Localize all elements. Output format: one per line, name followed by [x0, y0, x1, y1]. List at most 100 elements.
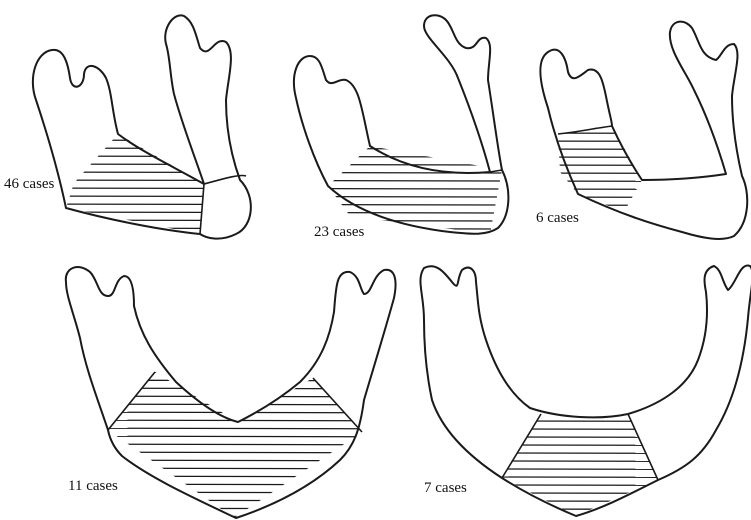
- hatch-line: [0, 252, 751, 254]
- hatch-line: [0, 228, 751, 230]
- hatch-line: [0, 388, 751, 390]
- hatch-line: [0, 300, 751, 302]
- hatch-line: [0, 356, 751, 358]
- hatch-line: [0, 404, 751, 406]
- hatch-line: [0, 252, 751, 254]
- hatch-line: [0, 236, 751, 238]
- hatch-line: [0, 124, 751, 126]
- hatch-line: [0, 372, 751, 374]
- hatch-line: [0, 268, 751, 270]
- hatch-line: [0, 124, 751, 126]
- hatch-line: [0, 340, 751, 342]
- hatch-line: [0, 420, 751, 422]
- hatch-line: [0, 396, 751, 398]
- hatch-line: [0, 348, 751, 350]
- hatch-line: [0, 348, 751, 350]
- hatch-line: [0, 284, 751, 286]
- hatch-line: [0, 332, 751, 334]
- hatch-line: [0, 284, 751, 286]
- hatch-line: [0, 516, 751, 518]
- hatch-line: [0, 324, 751, 326]
- hatch-line: [0, 508, 751, 510]
- hatch-line: [0, 316, 751, 318]
- case-count-label: 23 cases: [314, 224, 365, 240]
- hatch-line: [0, 500, 751, 502]
- hatch-line: [0, 428, 751, 430]
- hatch-line: [0, 412, 751, 414]
- hatch-line: [0, 268, 751, 270]
- defect-hatching: [0, 100, 751, 518]
- hatch-line: [0, 420, 751, 422]
- hatch-line: [0, 356, 751, 358]
- hatch-line: [0, 388, 751, 390]
- hatch-line: [0, 308, 751, 310]
- hatch-line: [0, 356, 751, 358]
- hatch-line: [0, 300, 751, 302]
- hatch-line: [0, 132, 751, 134]
- hatch-line: [0, 332, 751, 334]
- hatch-line: [0, 236, 751, 238]
- hatch-line: [0, 316, 751, 318]
- hatch-line: [0, 132, 751, 134]
- hatch-line: [0, 508, 751, 510]
- hatch-line: [0, 316, 751, 318]
- hatch-line: [0, 404, 751, 406]
- hatch-line: [0, 452, 751, 454]
- hatch-line: [0, 372, 751, 374]
- hatch-line: [0, 372, 751, 374]
- defect-hatching: [0, 100, 751, 518]
- hatch-line: [0, 340, 751, 342]
- hatch-line: [0, 404, 751, 406]
- hatch-line: [0, 300, 751, 302]
- hatch-line: [0, 332, 751, 334]
- case-count-label: 6 cases: [536, 210, 579, 226]
- hatch-line: [0, 356, 751, 358]
- hatch-line: [0, 516, 751, 518]
- hatch-line: [0, 324, 751, 326]
- hatch-line: [0, 388, 751, 390]
- hatch-line: [0, 244, 751, 246]
- hatch-line: [0, 412, 751, 414]
- resection-line: [502, 414, 658, 480]
- hatch-line: [0, 260, 751, 262]
- hatch-line: [0, 228, 751, 230]
- hatch-line: [0, 340, 751, 342]
- hatch-line: [0, 420, 751, 422]
- defect-hatching: [0, 100, 751, 518]
- hatch-line: [0, 348, 751, 350]
- hatch-line: [0, 324, 751, 326]
- hatch-line: [0, 412, 751, 414]
- hatch-line: [0, 420, 751, 422]
- hatch-line: [0, 404, 751, 406]
- hatch-line: [0, 396, 751, 398]
- hatch-line: [0, 252, 751, 254]
- hatch-line: [0, 308, 751, 310]
- hatch-line: [0, 396, 751, 398]
- mandible-outline: [420, 266, 751, 516]
- hatch-line: [0, 340, 751, 342]
- hatch-line: [0, 244, 751, 246]
- hatch-line: [0, 268, 751, 270]
- hatch-line: [0, 332, 751, 334]
- hatch-line: [0, 404, 751, 406]
- hatch-line: [0, 508, 751, 510]
- hatch-line: [0, 252, 751, 254]
- mandible-panel-4: 11 cases: [0, 100, 751, 518]
- hatch-line: [0, 372, 751, 374]
- hatch-line: [0, 420, 751, 422]
- hatch-line: [0, 516, 751, 518]
- hatch-line: [0, 332, 751, 334]
- hatch-line: [0, 116, 751, 118]
- hatch-line: [0, 244, 751, 246]
- hatch-line: [0, 516, 751, 518]
- hatch-line: [0, 516, 751, 518]
- hatch-line: [0, 132, 751, 134]
- defect-hatching: [0, 100, 751, 518]
- hatch-line: [0, 124, 751, 126]
- hatch-line: [0, 508, 751, 510]
- hatch-line: [0, 356, 751, 358]
- mandible-outline: [33, 15, 251, 238]
- hatch-line: [0, 500, 751, 502]
- case-count-label: 46 cases: [4, 176, 55, 192]
